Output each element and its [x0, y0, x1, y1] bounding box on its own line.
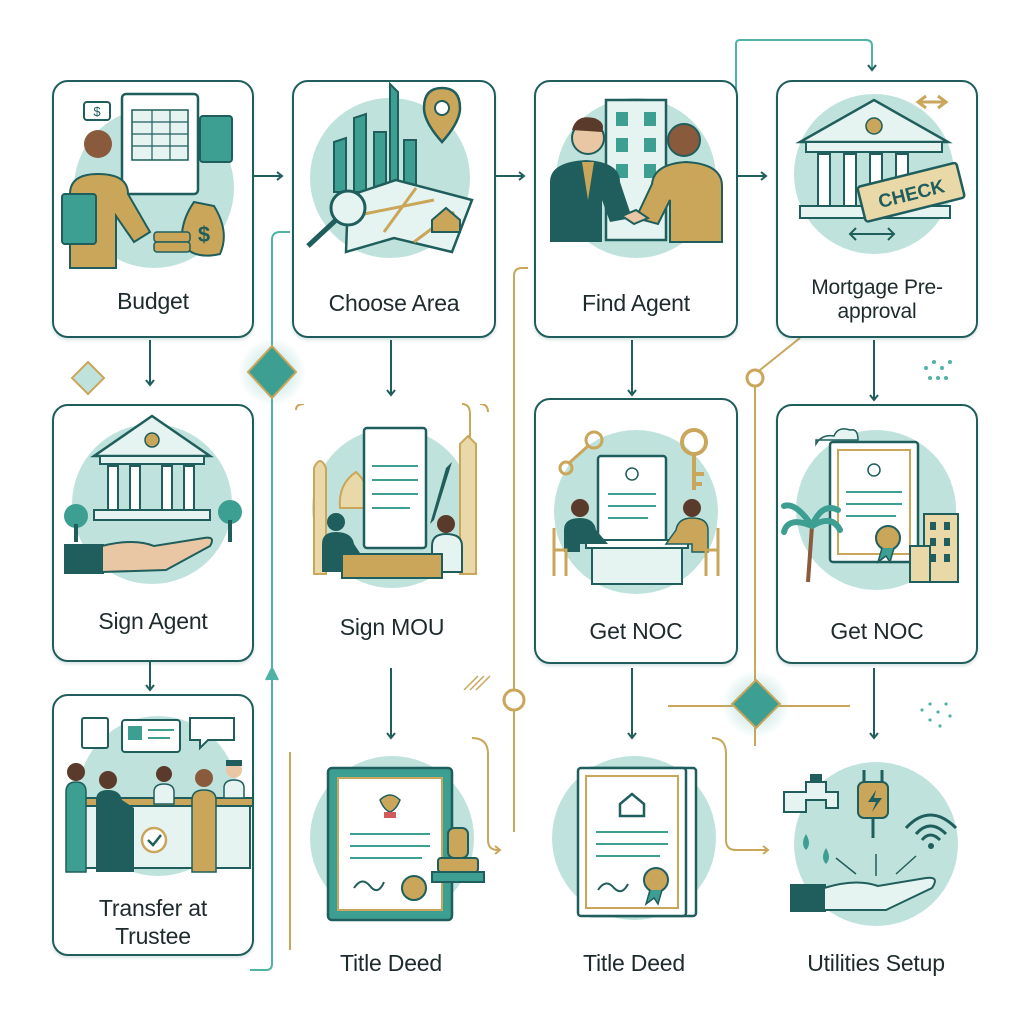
- utilities-icon: [783, 762, 958, 926]
- step-label: Sign MOU: [339, 614, 445, 640]
- step-sign-mou: Sign MOU: [292, 404, 492, 666]
- step-label: Get NOC: [589, 618, 683, 644]
- step-label: Title Deed: [583, 950, 685, 976]
- step-choose-area: Choose Area: [292, 80, 496, 338]
- vertical-arrows: [145, 340, 879, 740]
- step-label: Sign Agent: [98, 608, 208, 634]
- certificate-palm-icon: [781, 428, 959, 590]
- noc-meeting-icon: [552, 428, 720, 594]
- bank-hand-icon: [64, 414, 242, 584]
- step-mortgage-pre-approval: CHECK Mortgage Pre-approval: [776, 80, 978, 338]
- step-sign-agent: Sign Agent: [52, 404, 254, 662]
- step-label: Transfer at Trustee: [98, 895, 208, 949]
- step-label: Get NOC: [830, 618, 924, 644]
- title-deed-stamp-icon: [310, 756, 485, 922]
- step-budget: $ $ Budget: [52, 80, 254, 338]
- title-deed-house-icon: [552, 756, 716, 920]
- step-find-agent: Find Agent: [534, 80, 738, 338]
- return-line: [250, 231, 290, 971]
- top-loop-line: [735, 39, 877, 170]
- trustee-office-icon: [65, 716, 252, 876]
- bank-check-icon: CHECK: [794, 94, 966, 254]
- step-title-deed-2: Title Deed: [534, 738, 734, 988]
- step-utilities-setup: Utilities Setup: [776, 738, 976, 988]
- budget-planning-icon: $ $: [61, 92, 234, 269]
- step-get-noc-2: Get NOC: [776, 404, 978, 664]
- step-title-deed-1: Title Deed: [292, 738, 490, 988]
- step-label: Mortgage Pre-approval: [811, 276, 943, 323]
- step-label: Find Agent: [582, 290, 690, 316]
- city-map-icon: [306, 82, 474, 258]
- svg-text:$: $: [93, 104, 101, 119]
- step-get-noc-1: Get NOC: [534, 398, 738, 664]
- junction-dots: [502, 368, 765, 712]
- step-transfer-at-trustee: Transfer at Trustee: [52, 694, 254, 956]
- step-label: Budget: [117, 288, 189, 314]
- contract-signing-icon: [295, 404, 489, 588]
- step-label: Title Deed: [340, 950, 442, 976]
- decor-diamonds: [70, 96, 952, 738]
- step-label: Utilities Setup: [807, 950, 945, 976]
- svg-text:$: $: [198, 222, 210, 247]
- handshake-icon: [550, 98, 723, 258]
- step-label: Choose Area: [328, 290, 460, 316]
